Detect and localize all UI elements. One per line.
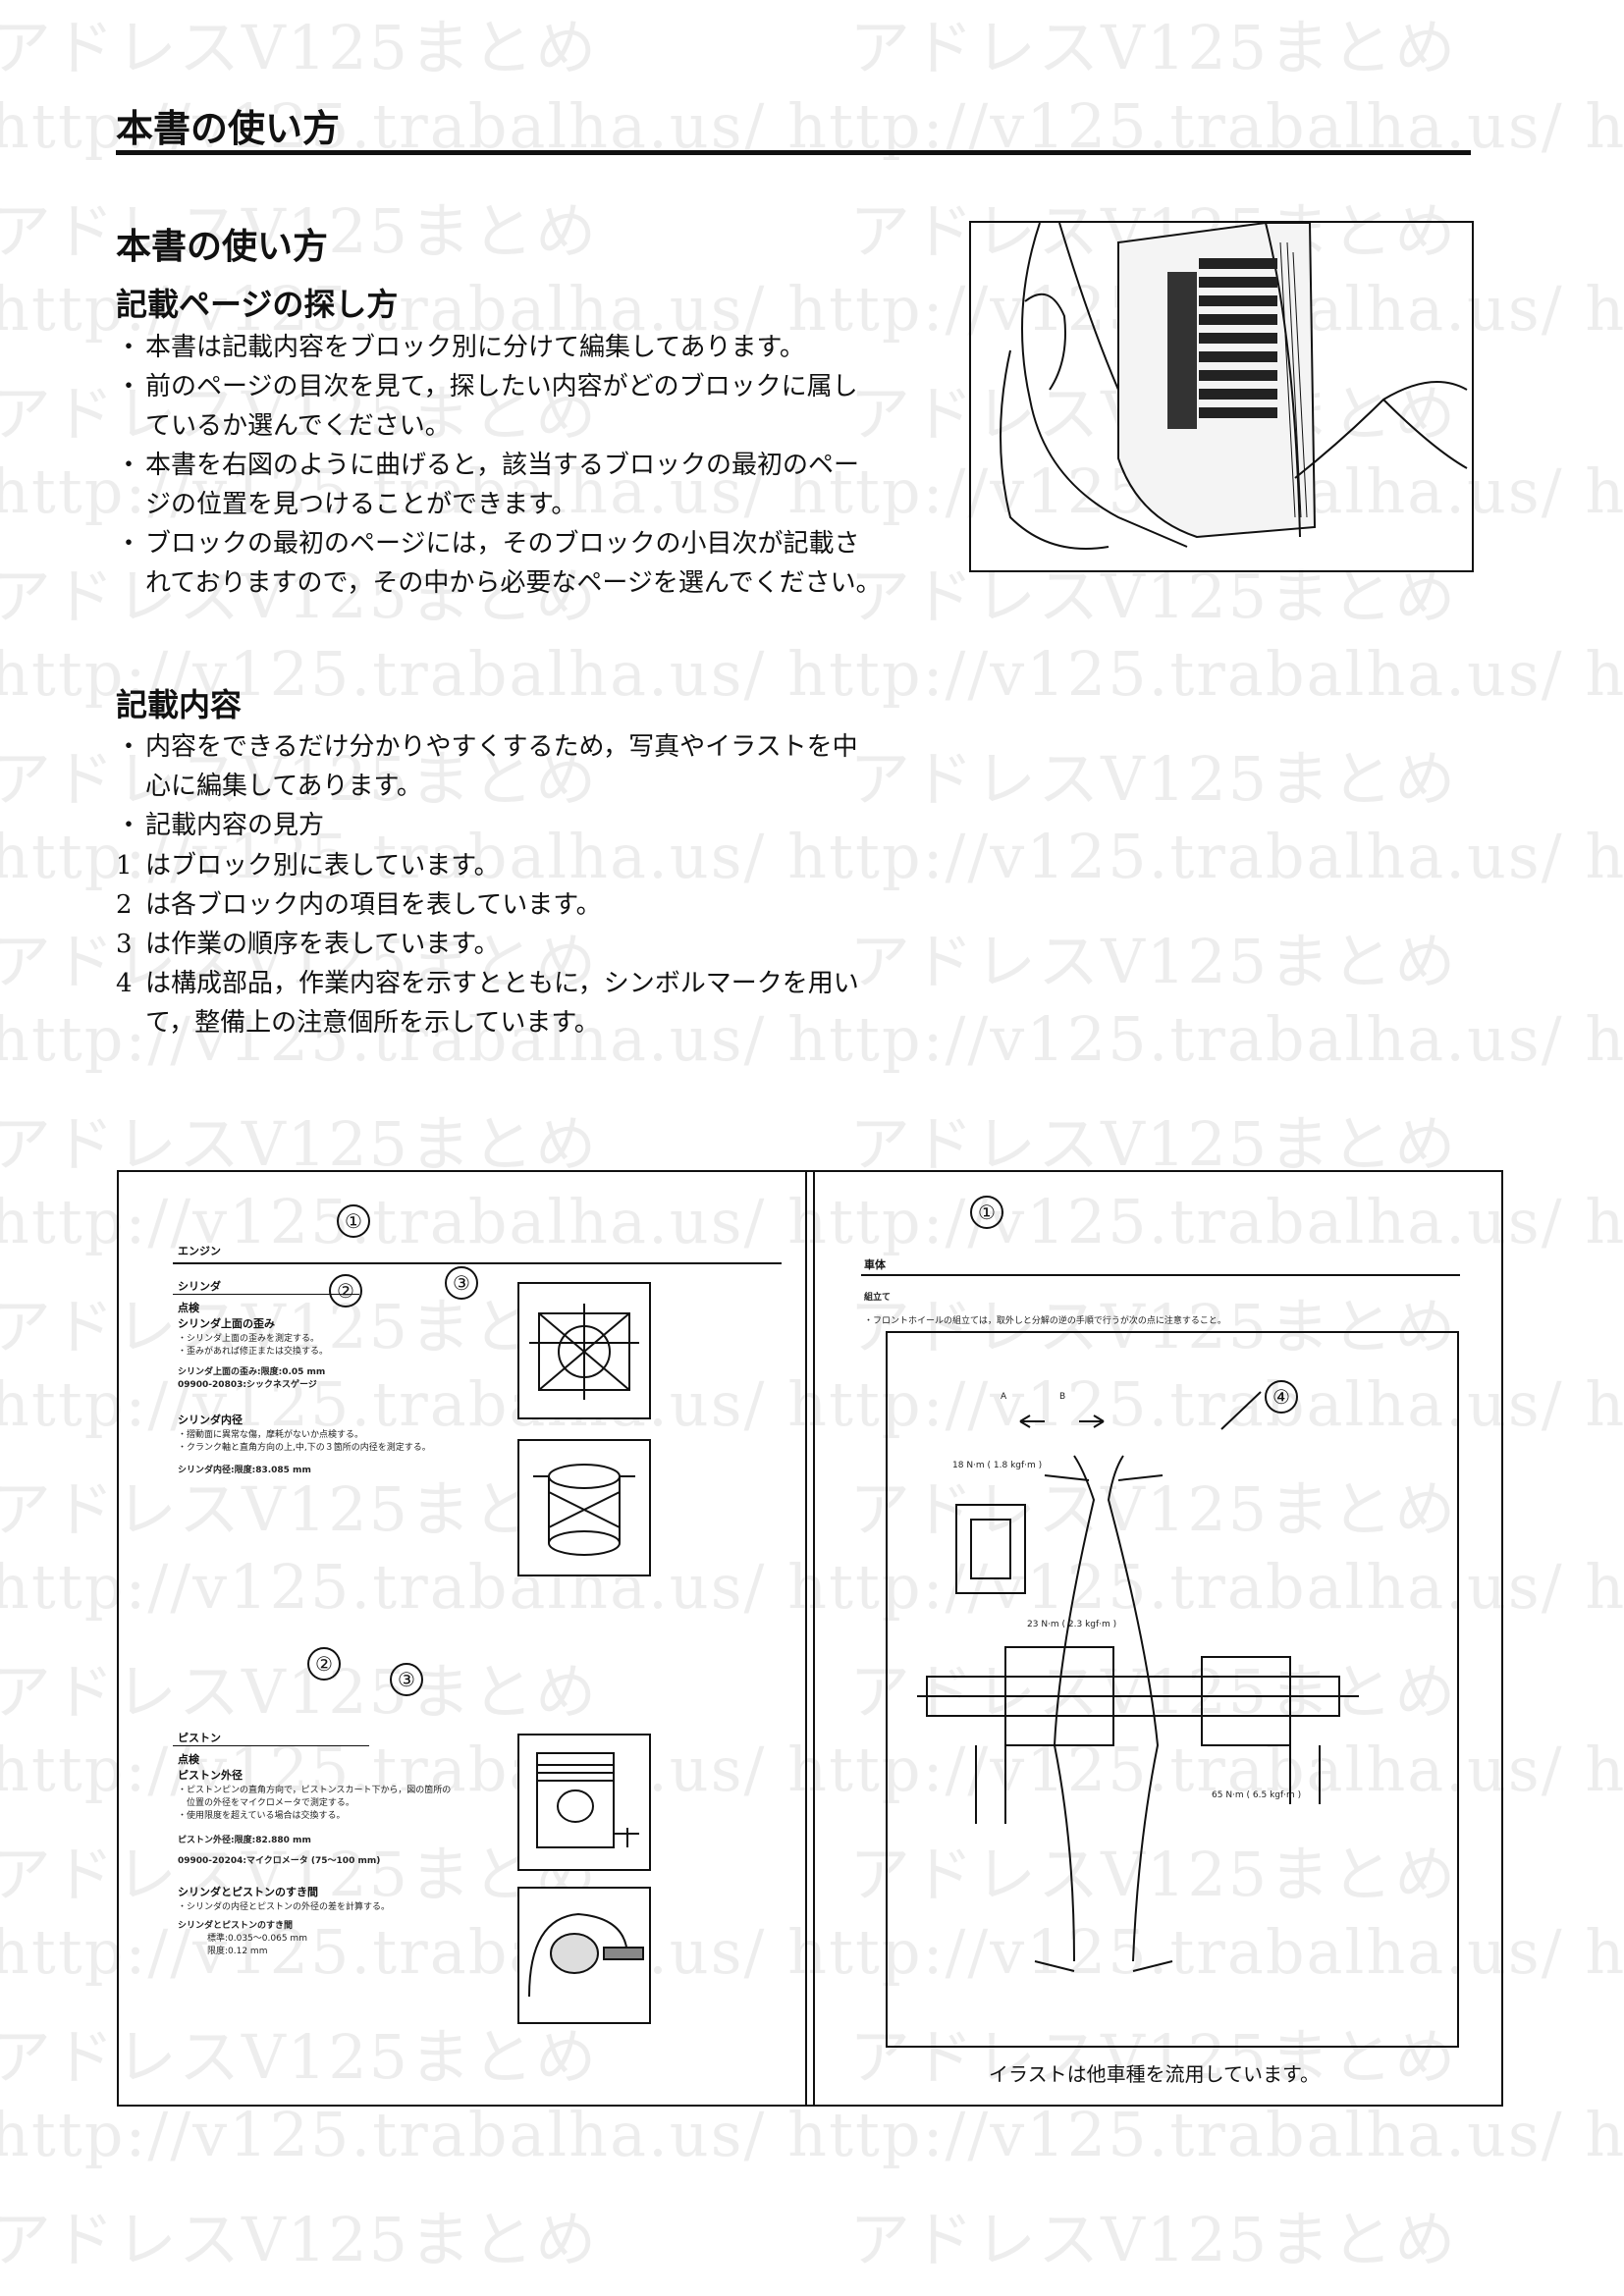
block-label: 車体 [864, 1258, 886, 1271]
torque-callout: 65 N·m ( 6.5 kgf·m ) [1212, 1790, 1302, 1800]
micrometer-drawing [528, 1912, 644, 1998]
front-wheel-assembly-diagram: ④ [886, 1331, 1459, 2048]
cylinder-text: 点検 シリンダ上面の歪み ・シリンダ上面の歪みを測定する。 ・歪みがあれば修正ま… [178, 1302, 431, 1475]
marker-1: ① [337, 1204, 370, 1238]
torque-callout: 23 N·m ( 2.3 kgf·m ) [1027, 1620, 1117, 1629]
contents-heading: 記載内容 [116, 686, 243, 723]
cylinder-bore-drawing [533, 1464, 635, 1556]
block-rule [173, 1262, 782, 1264]
sample-page-engine: ① エンジン シリンダ ② ③ 点検 シリンダ上面の歪み ・シリンダ上面の歪みを… [117, 1170, 815, 2107]
find-pages-heading: 記載ページの探し方 [116, 286, 399, 323]
page-header-title: 本書の使い方 [116, 107, 341, 150]
cylinder-flatness-picture [517, 1282, 651, 1419]
torque-callout: 18 N·m ( 1.8 kgf·m ) [952, 1461, 1043, 1470]
piston-picture [517, 1734, 651, 1871]
cylinder-bore-picture [517, 1439, 651, 1576]
marker-1: ① [970, 1196, 1003, 1229]
marker-2: ② [329, 1274, 362, 1308]
illustration-note: イラストは他車種を流用しています。 [989, 2062, 1320, 2086]
direction-b-label: B [1059, 1392, 1066, 1402]
cylinder-top-drawing [529, 1304, 639, 1400]
instruction-line: ・フロントホイールの組立ては，取外しと分解の逆の手順で行うが次の点に注意すること… [864, 1316, 1226, 1326]
marker-2: ② [307, 1647, 341, 1681]
section-title: 本書の使い方 [116, 227, 329, 267]
item-rule [173, 1745, 369, 1746]
item-label: シリンダ [178, 1280, 221, 1293]
piston-drawing [536, 1752, 639, 1848]
book-hands-drawing [1000, 222, 1468, 550]
contents-list: 内容をできるだけ分かりやすくするため，写真やイラストを中心に編集してあります。 … [116, 727, 931, 845]
block-label: エンジン [178, 1245, 221, 1257]
section-label: 組立て [864, 1293, 892, 1303]
piston-text: 点検 ピストン外径 ・ピストンピンの直角方向で，ピストンスカート下から，図の箇所… [178, 1753, 452, 1956]
sample-page-chassis: ① 車体 組立て ・フロントホイールの組立ては，取外しと分解の逆の手順で行うが次… [805, 1170, 1503, 2107]
find-pages-list: 本書は記載内容をブロック別に分けて編集してあります。 前のページの目次を見て，探… [116, 328, 931, 603]
marker-3: ③ [445, 1266, 478, 1300]
list-item: 記載内容の見方 [116, 806, 931, 845]
direction-a-label: A [1001, 1392, 1007, 1402]
manual-bending-illustration [969, 221, 1474, 572]
micrometer-picture [517, 1887, 651, 2024]
list-item: 本書を右図のように曲げると，該当するブロックの最初のページの位置を見つけることが… [116, 446, 931, 524]
item-rule [173, 1294, 359, 1295]
header-rule [116, 150, 1471, 155]
block-rule [861, 1274, 1460, 1276]
list-item: ブロックの最初のページには，そのブロックの小目次が記載されておりますので，その中… [116, 524, 931, 603]
marker-3: ③ [390, 1663, 423, 1696]
item-label: ピストン [178, 1732, 221, 1744]
wheel-hub-drawing [917, 1391, 1359, 1972]
marker-4: ④ [1265, 1380, 1298, 1414]
list-item: 本書は記載内容をブロック別に分けて編集してあります。 [116, 328, 931, 367]
